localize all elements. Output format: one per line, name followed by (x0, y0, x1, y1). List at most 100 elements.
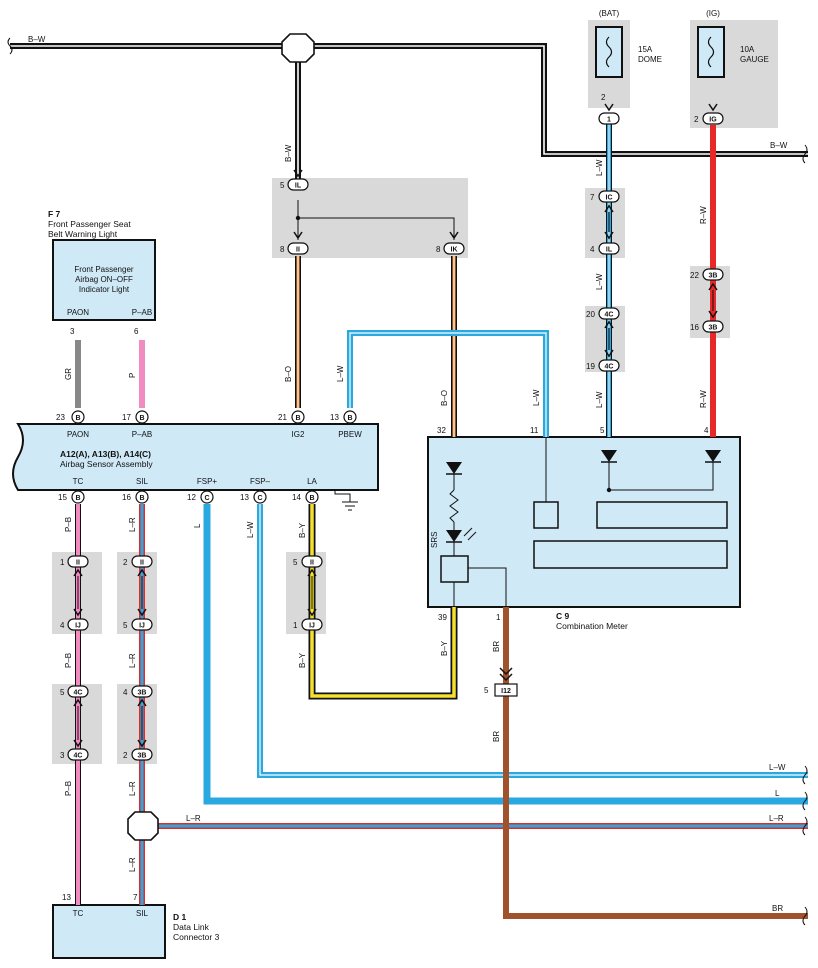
wire-label-gr: GR (64, 368, 73, 380)
wire-break-marks (7, 37, 808, 926)
j1-conn-top: IL (295, 183, 302, 190)
lower-tc5p: 5 (60, 688, 65, 697)
airbag-bottom-num-1: 16 (122, 493, 131, 502)
lower-sl2p: 2 (123, 558, 128, 567)
wire-label-br-2: BR (492, 731, 501, 742)
airbag-bottom-name-2: FSP+ (197, 477, 218, 486)
wire-label-out-lw: L–W (769, 763, 786, 772)
airbag-bottom-conn-2: C (204, 495, 209, 502)
wire-label-br-1: BR (492, 641, 501, 652)
diode-icon (705, 450, 721, 462)
f7-inner-2: Airbag ON–OFF (75, 275, 133, 284)
f7-code: F 7 (48, 209, 61, 219)
wire-label-lw-1: L–W (595, 159, 604, 176)
wire-label-pb-1: P–B (64, 517, 73, 532)
meter-internals (449, 437, 714, 607)
lower-la1p: 1 (293, 621, 298, 630)
wire-label-out-l: L (775, 789, 780, 798)
f7-name-1: Front Passenger Seat (48, 219, 131, 229)
f7-pin-paon: PAON (67, 308, 89, 317)
gauge-pin: 2 (694, 115, 699, 124)
wire-label-bw-left: B–W (28, 35, 46, 44)
lower-tc5c: 4C (74, 690, 83, 697)
airbag-top-name-0: PAON (67, 430, 89, 439)
wire-label-by-2: B–Y (298, 652, 307, 668)
meter-element-wide-upper (596, 501, 728, 529)
connector-gauge (702, 112, 724, 125)
lower-la5c: II (310, 560, 314, 567)
dome-fuse (595, 26, 623, 78)
airbag-top-num-0: 23 (56, 413, 65, 422)
wire-l-fsp-plus (203, 504, 808, 805)
connector-inner-lines (77, 212, 714, 740)
wire-lw-fsp-minus (257, 504, 808, 778)
lower-br5p: 5 (484, 686, 489, 695)
f7-indicator-box (52, 239, 156, 321)
wire-label-lr-horiz: L–R (186, 814, 201, 823)
lower-tc3p: 3 (60, 751, 65, 760)
meter-name: Combination Meter (556, 621, 628, 631)
f7-num-pab: 6 (134, 327, 139, 336)
d1-pin-sil: SIL (136, 909, 149, 918)
airbag-bottom-conn-0: B (75, 495, 80, 502)
connector-ii-left (287, 242, 309, 255)
chain-p19: 19 (586, 362, 595, 371)
j1-conn-l: II (296, 247, 300, 254)
chain-c4: IL (606, 247, 613, 254)
ground-icon (334, 490, 358, 511)
junction-dot (295, 215, 301, 221)
connector-dome (598, 112, 620, 125)
chain-p16: 16 (690, 323, 699, 332)
airbag-bottom-name-4: LA (307, 477, 317, 486)
dome-fuse-icon (605, 36, 613, 68)
srs-control-element (440, 555, 469, 583)
lower-sl2bc: 3B (138, 753, 147, 760)
j1-pin-r: 8 (436, 245, 441, 254)
wire-label-lw-3: L–W (595, 391, 604, 408)
meter-junction-dot (606, 487, 612, 493)
chain-p22: 22 (690, 271, 699, 280)
meter-code: C 9 (556, 611, 570, 621)
chain-c20: 4C (605, 312, 614, 319)
lower-sl4c: 3B (138, 690, 147, 697)
lower-sl5p: 5 (123, 621, 128, 630)
bat-label: (BAT) (599, 9, 620, 18)
dome-amp: 15A (638, 45, 653, 54)
lower-tc1c: II (76, 560, 80, 567)
dome-name: DOME (638, 55, 662, 64)
wire-label-out-br: BR (772, 904, 783, 913)
srs-label: SRS (430, 532, 439, 548)
d1-pin-tc: TC (73, 909, 84, 918)
lower-tc3c: 4C (74, 753, 83, 760)
lower-sl2bp: 2 (123, 751, 128, 760)
lower-br5c: I12 (501, 688, 511, 695)
connector-ovals (67, 112, 724, 761)
wire-label-lr-3: L–R (128, 781, 137, 796)
gauge-conn: IG (709, 117, 717, 124)
wire-label-lw-fsp: L–W (246, 521, 255, 538)
wire-br (503, 607, 808, 919)
wire-label-lr-4: L–R (128, 857, 137, 872)
lower-tc1p: 1 (60, 558, 65, 567)
chain-p20: 20 (586, 310, 595, 319)
lower-tc4p: 4 (60, 621, 65, 630)
airbag-bottom-num-3: 13 (240, 493, 249, 502)
wire-label-by-3: B–Y (440, 640, 449, 656)
wire-label-rw-2: R–W (699, 390, 708, 408)
airbag-bottom-conn-3: C (257, 495, 262, 502)
d1-name-1: Data Link (173, 922, 210, 932)
chain-p4: 4 (590, 245, 595, 254)
meter-element-small (533, 501, 559, 529)
airbag-bottom-conn-1: B (139, 495, 144, 502)
wire-label-out-lr: L–R (769, 814, 784, 823)
airbag-title-1: A12(A), A13(B), A14(C) (60, 449, 151, 459)
airbag-title-2: Airbag Sensor Assembly (60, 459, 153, 469)
splice-bw-icon (281, 33, 315, 63)
airbag-bottom-name-0: TC (73, 477, 84, 486)
wire-label-by-1: B–Y (298, 522, 307, 538)
airbag-top-name-3: PBEW (338, 430, 362, 439)
wire-label-bw-right: B–W (770, 141, 788, 150)
gauge-amp: 10A (740, 45, 755, 54)
lower-sl2c: II (140, 560, 144, 567)
airbag-top-name-1: P–AB (132, 430, 152, 439)
